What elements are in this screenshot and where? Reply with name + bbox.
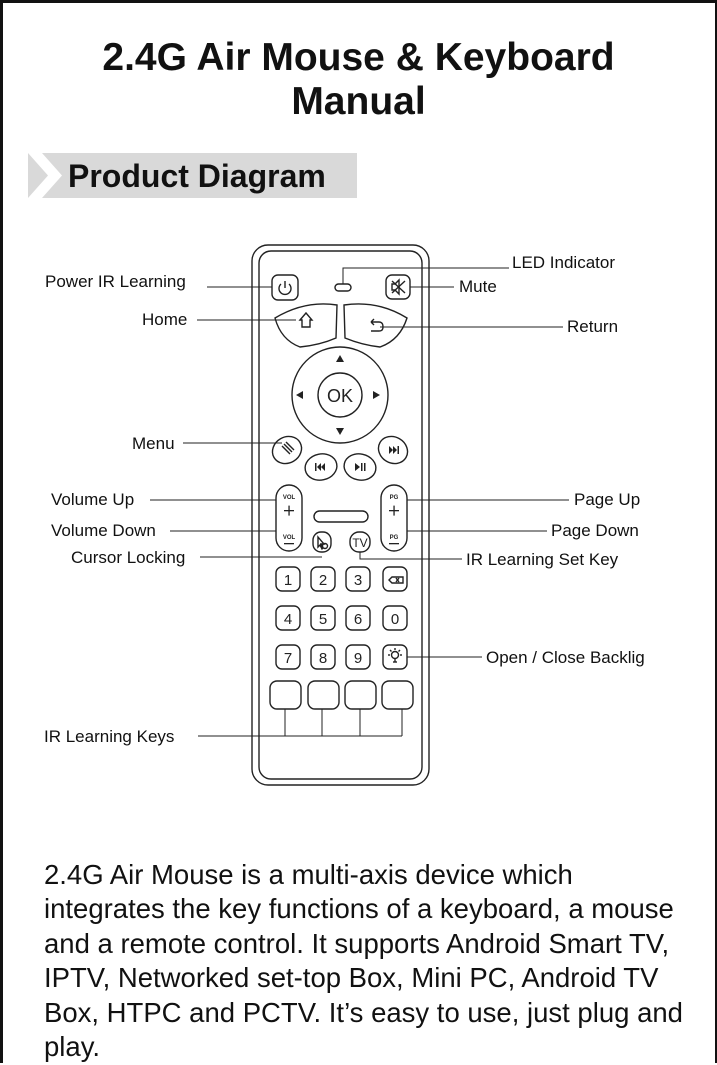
cursor-lock-button <box>312 531 332 553</box>
page-rocker <box>380 484 408 552</box>
section-title: Product Diagram <box>68 158 326 194</box>
page-border-top <box>0 0 717 3</box>
label-open-close-backlight: Open / Close Backlig <box>486 648 645 667</box>
pg-down-label: PG <box>390 535 399 541</box>
key-6 <box>345 605 371 631</box>
section-arrow-icon <box>28 153 62 198</box>
key-9 <box>345 644 371 670</box>
label-return: Return <box>567 317 619 336</box>
title-line-2: Manual <box>291 80 426 123</box>
remote-body-inner <box>258 250 423 780</box>
backlight-icon <box>388 648 402 663</box>
remote-diagram: OK VOL VOL PG PG TV 1 2 3 4 5 6 0 7 8 9 <box>150 244 569 786</box>
key-5 <box>310 605 336 631</box>
pg-up-label: PG <box>390 495 399 501</box>
label-home: Home <box>142 310 188 329</box>
title-line-1: 2.4G Air Mouse & Keyboard <box>102 36 615 79</box>
pg-up-plus-v <box>393 505 395 516</box>
label-cursor-locking: Cursor Locking <box>71 548 186 567</box>
backspace-icon <box>388 576 404 584</box>
label-page-up: Page Up <box>574 490 641 509</box>
volume-rocker <box>275 484 303 552</box>
key-0 <box>382 605 408 631</box>
rewind-icon <box>315 463 325 471</box>
key-4 <box>275 605 301 631</box>
key-1-label: 1 <box>284 572 292 589</box>
key-0-label: 0 <box>391 611 399 628</box>
key-backspace <box>382 566 408 592</box>
play-pause-button <box>343 453 377 481</box>
page-border-left <box>0 0 3 1063</box>
center-bar <box>313 510 369 523</box>
rewind-button <box>304 453 338 481</box>
ir-learning-key-4 <box>381 680 414 710</box>
vol-down-minus <box>284 543 294 545</box>
vol-up-label: VOL <box>283 495 296 501</box>
key-7 <box>275 644 301 670</box>
section-header-bar <box>28 153 357 198</box>
tv-label: TV <box>352 536 367 550</box>
mute-icon <box>391 278 406 296</box>
key-2-label: 2 <box>319 572 327 589</box>
label-menu: Menu <box>132 434 175 453</box>
leader-led <box>342 267 509 284</box>
dpad-ring <box>291 346 389 444</box>
key-5-label: 5 <box>319 611 327 628</box>
label-mute: Mute <box>459 277 497 296</box>
page-border-right <box>715 0 717 1063</box>
key-9-label: 9 <box>354 650 362 667</box>
label-page-down: Page Down <box>551 521 639 540</box>
page-title: 2.4G Air Mouse & Keyboard Manual <box>0 36 717 124</box>
key-8-label: 8 <box>319 650 327 667</box>
cursor-lock-icon <box>317 535 329 551</box>
menu-icon <box>281 441 295 455</box>
ok-label: OK <box>327 386 353 406</box>
product-description: 2.4G Air Mouse is a multi-axis device wh… <box>44 858 683 1063</box>
label-led-indicator: LED Indicator <box>512 253 615 272</box>
home-button <box>274 303 338 348</box>
key-7-label: 7 <box>284 650 292 667</box>
return-button <box>343 303 408 348</box>
dpad-right-arrow <box>373 391 380 399</box>
key-3 <box>345 566 371 592</box>
fast-forward-button <box>377 435 409 465</box>
play-pause-icon <box>355 463 366 471</box>
vol-down-label: VOL <box>283 535 296 541</box>
pg-down-minus <box>389 543 399 545</box>
ir-learning-key-1 <box>269 680 302 710</box>
ir-learning-key-3 <box>344 680 377 710</box>
home-icon <box>298 311 314 328</box>
label-volume-up: Volume Up <box>51 490 135 509</box>
label-volume-down: Volume Down <box>51 521 156 540</box>
leader-ir-set-key <box>359 552 462 560</box>
label-ir-learning-keys: IR Learning Keys <box>44 727 175 746</box>
return-icon <box>370 318 384 332</box>
dpad-left-arrow <box>296 391 303 399</box>
menu-button <box>271 435 303 465</box>
fast-forward-icon <box>389 446 399 454</box>
key-8 <box>310 644 336 670</box>
key-2 <box>310 566 336 592</box>
key-6-label: 6 <box>354 611 362 628</box>
dpad-down-arrow <box>336 428 344 435</box>
ir-learning-key-2 <box>307 680 340 710</box>
remote-body-outer <box>251 244 430 786</box>
key-4-label: 4 <box>284 611 292 628</box>
ok-button <box>317 372 363 418</box>
vol-up-plus-v <box>288 505 290 516</box>
led-indicator <box>334 283 352 292</box>
key-1 <box>275 566 301 592</box>
label-power-ir-learning: Power IR Learning <box>45 272 186 291</box>
label-ir-learning-set-key: IR Learning Set Key <box>466 550 619 569</box>
key-3-label: 3 <box>354 572 362 589</box>
dpad-up-arrow <box>336 355 344 362</box>
power-icon <box>278 281 292 296</box>
